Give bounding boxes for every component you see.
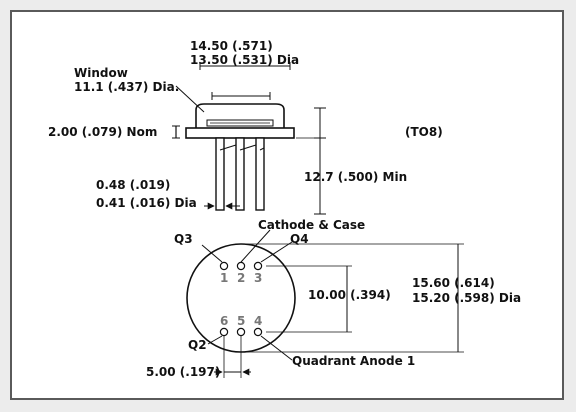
cathode-leader xyxy=(240,229,271,263)
pin-2-label: 2 xyxy=(237,271,245,285)
drawing-panel xyxy=(10,10,564,400)
pin-4 xyxy=(253,327,263,337)
anode-leader xyxy=(260,335,293,361)
package-flange xyxy=(185,127,295,139)
pin-2 xyxy=(236,261,246,271)
q3-label: Q3 xyxy=(174,232,193,246)
lead-dia-max-label: 0.48 (.019) xyxy=(96,178,170,192)
lead-mid xyxy=(235,137,245,211)
pin-spacing-label: 10.00 (.394) xyxy=(308,288,391,302)
bottom-view: 1 2 3 6 5 4 xyxy=(146,218,521,379)
pin-5 xyxy=(236,327,246,337)
quadrant-anode-label: Quadrant Anode 1 xyxy=(292,354,415,368)
window-title-label: Window xyxy=(74,66,128,80)
pin-4-label: 4 xyxy=(254,314,262,328)
pin-6 xyxy=(219,327,229,337)
q2-leader xyxy=(207,335,223,345)
pin-6-label: 6 xyxy=(220,314,228,328)
window-leader xyxy=(175,85,205,113)
window-band xyxy=(206,119,274,127)
pin-1-label: 1 xyxy=(220,271,228,285)
pin-3-label: 3 xyxy=(254,271,262,285)
pin-5-label: 5 xyxy=(237,314,245,328)
lead-dia-min-label: 0.41 (.016) Dia xyxy=(96,196,197,210)
lead-right xyxy=(255,137,265,211)
pin-3 xyxy=(253,261,263,271)
window-dia-label: 11.1 (.437) Dia. xyxy=(74,80,179,94)
top-width-max-label: 14.50 (.571) xyxy=(190,39,273,53)
top-width-min-label: 13.50 (.531) Dia xyxy=(190,53,299,67)
body-dia-max-label: 15.60 (.614) xyxy=(412,276,495,290)
side-view: 14.50 (.571) 13.50 (.531) Dia Window 11.… xyxy=(48,39,443,215)
q2-label: Q2 xyxy=(188,338,207,352)
cathode-label: Cathode & Case xyxy=(258,218,365,232)
pitch-label: 5.00 (.197) xyxy=(146,365,220,379)
q3-leader xyxy=(201,244,223,263)
package-label: (TO8) xyxy=(405,125,443,139)
body-dia-min-label: 15.20 (.598) Dia xyxy=(412,291,521,305)
lead-left xyxy=(215,137,225,211)
pin-1 xyxy=(219,261,229,271)
nom-height-label: 2.00 (.079) Nom xyxy=(48,125,157,139)
package-cap xyxy=(195,103,285,128)
q4-label: Q4 xyxy=(290,232,309,246)
q4-leader xyxy=(260,241,293,263)
lead-length-label: 12.7 (.500) Min xyxy=(304,170,407,184)
